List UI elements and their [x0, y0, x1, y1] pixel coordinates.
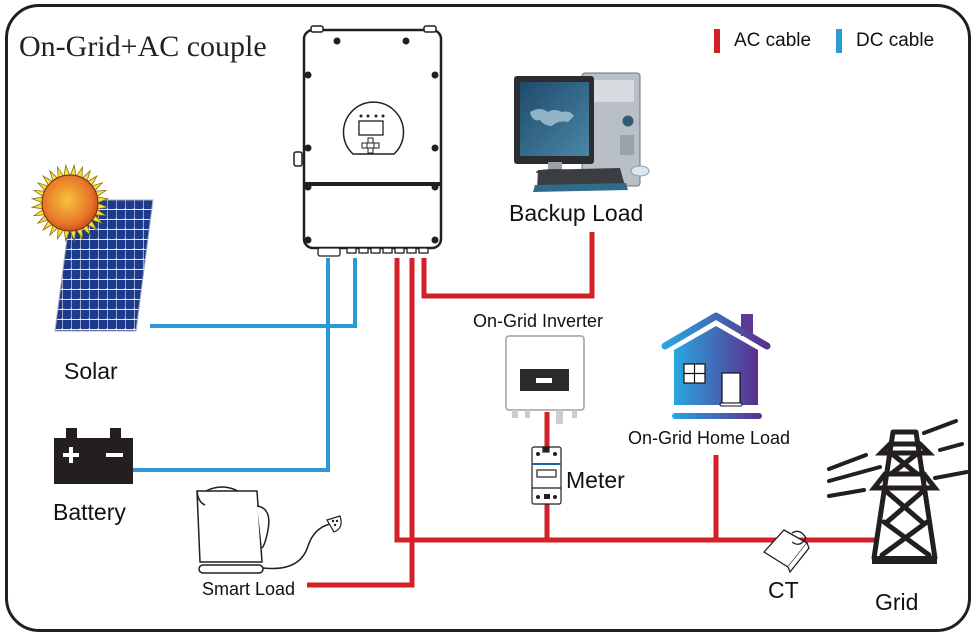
legend-ac-swatch	[714, 29, 720, 53]
dc-cable-battery	[133, 258, 330, 472]
legend-ac-label: AC cable	[734, 30, 812, 51]
legend-dc: DC cable	[836, 29, 934, 53]
ct-label: CT	[768, 577, 799, 603]
ac-cable-smart-load	[307, 258, 415, 588]
transmission-tower-icon	[827, 419, 969, 564]
sun-icon	[30, 163, 110, 243]
ac-cables	[307, 232, 875, 588]
solar-label: Solar	[64, 358, 118, 384]
dc-cable-solar	[150, 258, 357, 328]
ac-cable-backup	[421, 232, 595, 299]
legend-dc-swatch	[836, 29, 842, 53]
grid-label: Grid	[875, 589, 919, 615]
dc-cables	[133, 258, 357, 472]
ac-cable-grid-bus	[394, 258, 875, 543]
ongrid-inverter-icon	[505, 335, 585, 424]
battery-label: Battery	[53, 499, 126, 525]
smart-load-label: Smart Load	[202, 579, 296, 599]
house-icon	[661, 312, 771, 419]
legend-dc-label: DC cable	[856, 30, 935, 51]
battery-icon	[54, 428, 133, 484]
energy-meter-icon	[531, 446, 562, 505]
legend-ac: AC cable	[714, 29, 811, 53]
desktop-computer-icon	[514, 72, 650, 192]
diagram-frame	[5, 4, 971, 632]
ct-clamp-icon	[762, 529, 810, 574]
hybrid-inverter-icon	[293, 25, 443, 257]
backup-load-label: Backup Load	[509, 200, 644, 226]
home-load-label: On-Grid Home Load	[628, 428, 791, 448]
diagram-title: On-Grid+AC couple	[19, 30, 267, 63]
meter-label: Meter	[566, 467, 625, 493]
ongrid-inverter-label: On-Grid Inverter	[473, 311, 604, 331]
kettle-icon	[196, 486, 342, 574]
